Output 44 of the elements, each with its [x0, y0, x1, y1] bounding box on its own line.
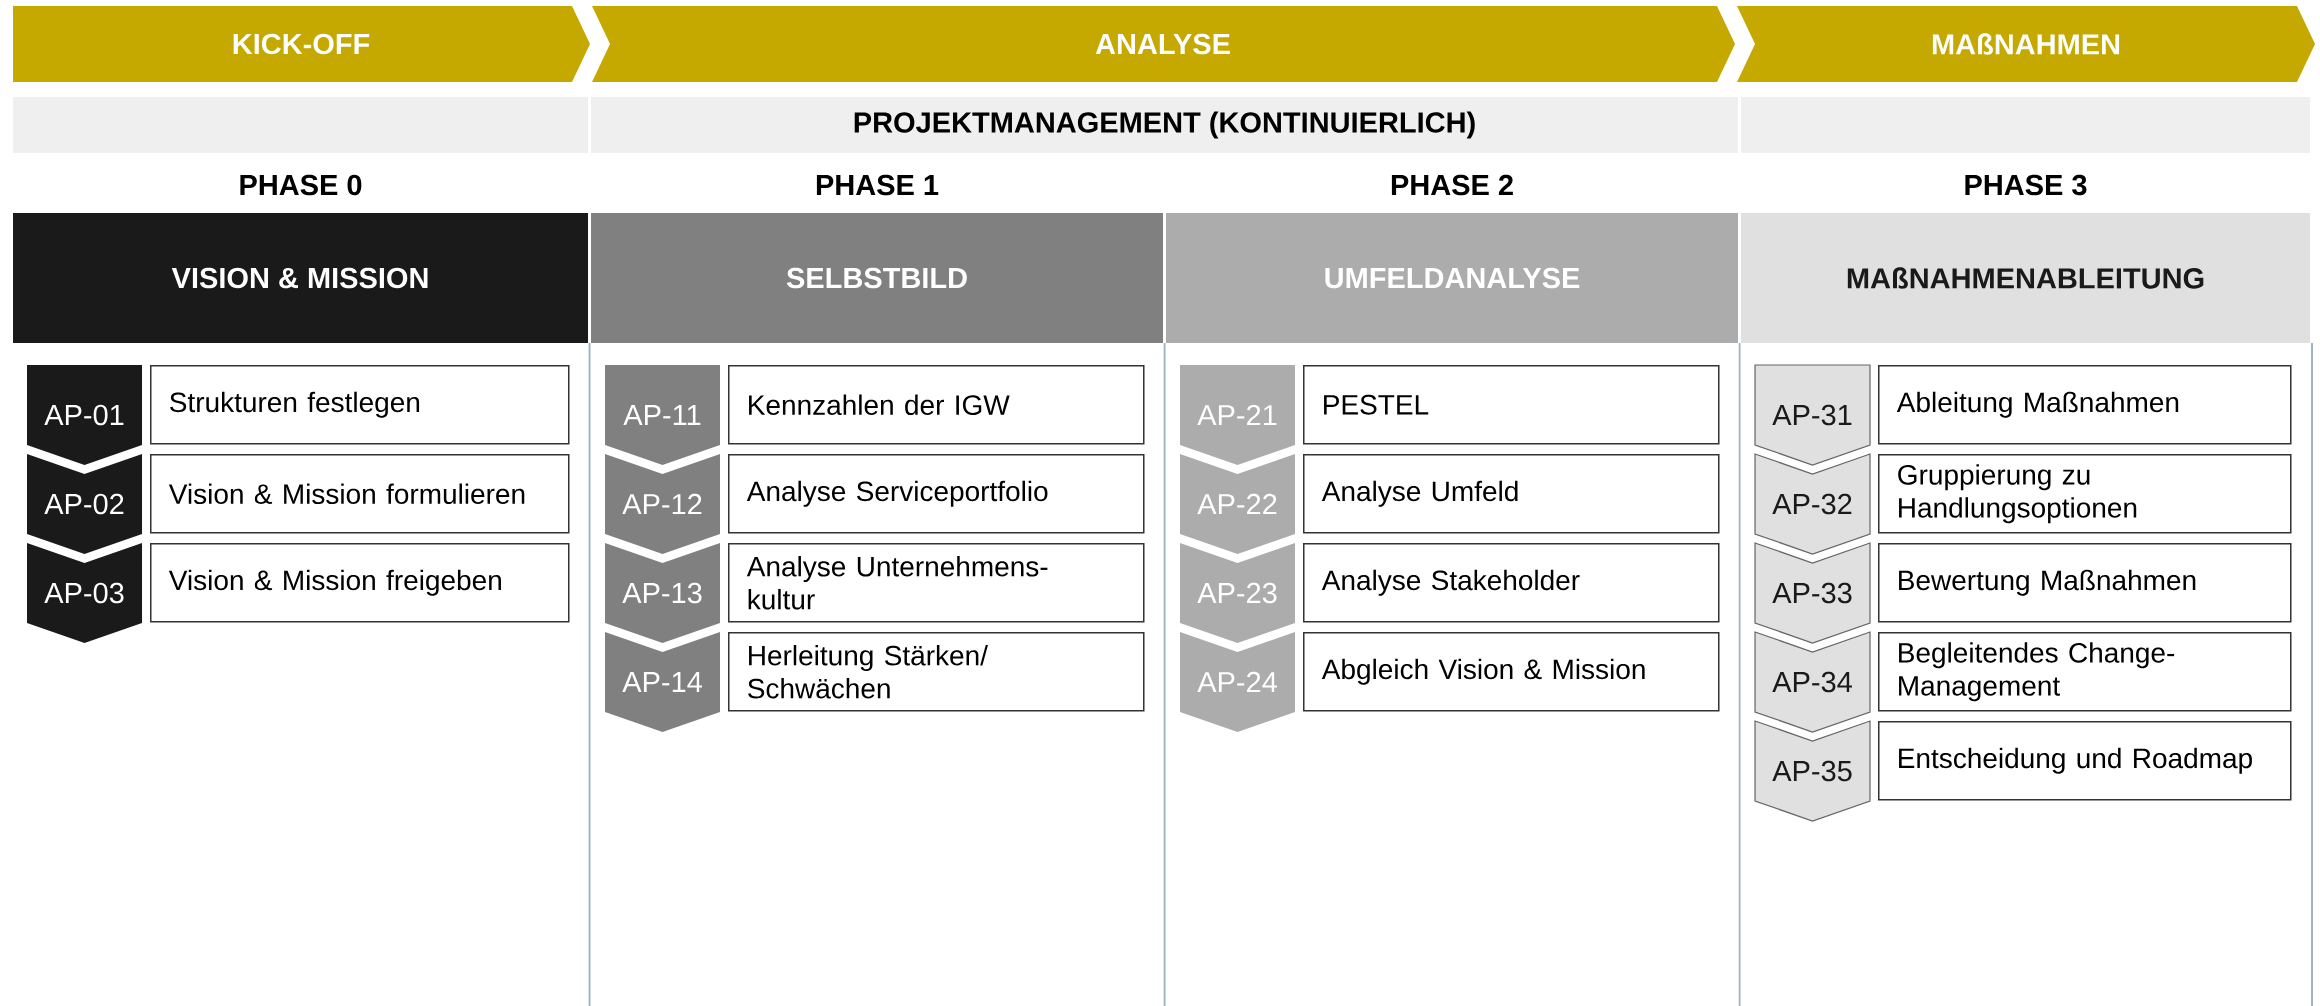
band-box: PROJEKTMANAGEMENT (KONTINUIERLICH)	[591, 97, 1738, 153]
step-number-tag: AP-13	[605, 543, 720, 643]
header-box: VISION & MISSION	[13, 213, 588, 343]
phase-banner: ANALYSE	[592, 6, 1735, 82]
step-number-tag: AP-02	[27, 454, 142, 554]
task-box: Begleitendes Change- Management	[1878, 632, 2292, 712]
task-box: Ableitung Maßnahmen	[1878, 365, 2292, 445]
header-box: SELBSTBILD	[591, 213, 1163, 343]
step-number-tag: AP-35	[1754, 720, 1871, 822]
phase-banner: MAßNAHMEN	[1737, 6, 2315, 82]
header-box: MAßNAHMENABLEITUNG	[1741, 213, 2310, 343]
task-box: Entscheidung und Roadmap	[1878, 721, 2292, 801]
step-number-tag: AP-33	[1754, 542, 1871, 644]
task-box: Herleitung Stärken/ Schwächen	[728, 632, 1145, 712]
task-box: Vision & Mission freigeben	[150, 543, 570, 623]
phase-label: PHASE 1	[816, 174, 939, 196]
step-number-tag: AP-24	[1180, 632, 1295, 732]
phase-label: PHASE 3	[1965, 174, 2087, 196]
step-number-tag: AP-34	[1754, 631, 1871, 733]
step-number-tag: AP-21	[1180, 365, 1295, 465]
phase-label: PHASE 2	[1391, 174, 1513, 196]
step-number-tag: AP-12	[605, 454, 720, 554]
task-box: Bewertung Maßnahmen	[1878, 543, 2292, 623]
step-number-tag: AP-03	[27, 543, 142, 643]
task-box: Kennzahlen der IGW	[728, 365, 1145, 445]
step-number-tag: AP-01	[27, 365, 142, 465]
step-number-tag: AP-14	[605, 632, 720, 732]
step-number-tag: AP-22	[1180, 454, 1295, 554]
step-number-tag: AP-11	[605, 365, 720, 465]
task-box: Vision & Mission formulieren	[150, 454, 570, 534]
step-number-tag: AP-32	[1754, 453, 1871, 555]
step-number-tag: AP-31	[1754, 364, 1871, 466]
header-box: UMFELDANALYSE	[1166, 213, 1738, 343]
phase-banner: KICK-OFF	[13, 6, 590, 82]
task-box: Abgleich Vision & Mission	[1303, 632, 1720, 712]
task-box: PESTEL	[1303, 365, 1720, 445]
task-box: Strukturen festlegen	[150, 365, 570, 445]
task-box: Analyse Umfeld	[1303, 454, 1720, 534]
task-box: Analyse Stakeholder	[1303, 543, 1720, 623]
step-number-tag: AP-23	[1180, 543, 1295, 643]
phase-label: PHASE 0	[240, 174, 362, 196]
task-box: Analyse Unternehmens- kultur	[728, 543, 1145, 623]
task-box: Analyse Serviceportfolio	[728, 454, 1145, 534]
task-box: Gruppierung zu Handlungsoptionen	[1878, 454, 2292, 534]
